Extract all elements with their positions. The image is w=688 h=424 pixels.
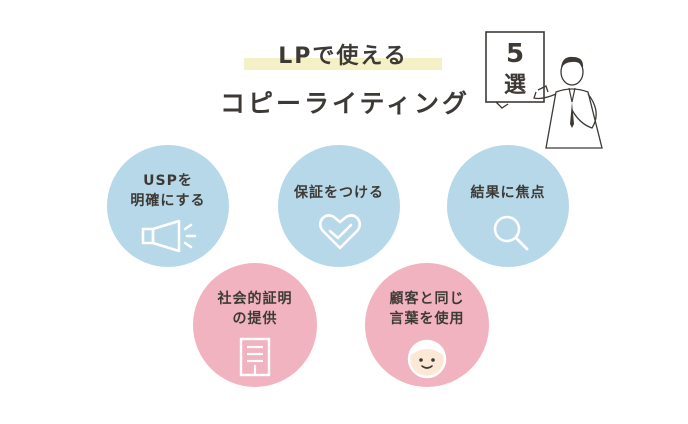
item-label: 結果に焦点 — [470, 185, 546, 201]
item-customer-words: 顧客と同じ 言葉を使用 — [365, 263, 489, 387]
item-guarantee: 保証をつける — [278, 145, 400, 267]
item-label: USPを 明確にする — [130, 173, 206, 209]
item-result: 結果に焦点 — [447, 145, 569, 267]
heart-check-icon — [318, 214, 362, 250]
item-social-proof: 社会的証明 の提供 — [193, 263, 317, 387]
item-usp: USPを 明確にする — [107, 145, 229, 267]
header: LPで使える コピーライティング 5 選 — [0, 0, 688, 149]
sign-board — [485, 31, 545, 103]
megaphone-icon — [141, 219, 197, 253]
magnifier-icon — [493, 215, 529, 251]
title-line-1: LPで使える — [244, 38, 442, 70]
face-icon — [407, 339, 447, 379]
badge-unit: 選 — [504, 73, 526, 98]
item-label: 社会的証明 の提供 — [217, 291, 293, 327]
item-label: 保証をつける — [294, 185, 384, 201]
presenter-illustration: 5 選 — [485, 31, 603, 149]
item-label: 顧客と同じ 言葉を使用 — [389, 291, 465, 327]
badge-number: 5 — [506, 39, 524, 69]
building-icon — [239, 337, 271, 377]
title-line-2: コピーライティング — [219, 89, 470, 118]
